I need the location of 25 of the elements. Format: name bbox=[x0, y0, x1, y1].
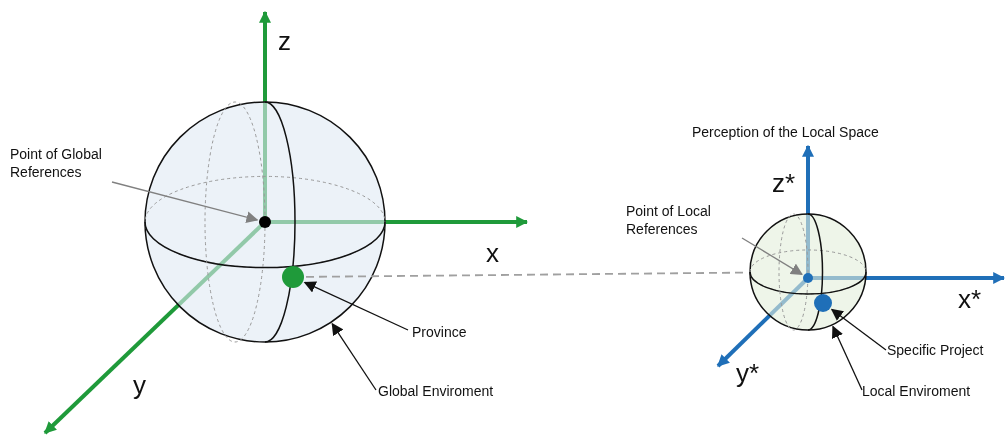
caption-text: Perception of the Local Space bbox=[692, 124, 879, 142]
axis-label: x bbox=[486, 240, 499, 266]
project-dot bbox=[814, 294, 832, 312]
callout-text: Global Enviroment bbox=[378, 383, 538, 401]
callout-text: Local Enviroment bbox=[862, 383, 1002, 401]
callout-text: Specific Project bbox=[887, 342, 1006, 360]
sphere-drawing bbox=[749, 213, 867, 331]
sphere-drawing bbox=[144, 101, 386, 343]
axis-label: z* bbox=[772, 170, 796, 196]
reference-dot bbox=[803, 273, 813, 283]
leader-line bbox=[832, 325, 863, 391]
callout-text: Point of Global References bbox=[10, 146, 140, 181]
axis-label: z bbox=[278, 28, 291, 54]
axis-label: x* bbox=[958, 286, 982, 312]
leader-line bbox=[830, 308, 887, 351]
leader-line bbox=[303, 281, 409, 331]
callout-text: Point of Local References bbox=[626, 203, 746, 238]
leader-line bbox=[111, 181, 259, 224]
province-dot bbox=[282, 266, 304, 288]
axis-label: y bbox=[133, 372, 146, 398]
leader-line bbox=[741, 237, 804, 275]
axis-label: y* bbox=[736, 360, 760, 386]
callout-text: Province bbox=[412, 324, 502, 342]
reference-dot bbox=[259, 216, 271, 228]
leader-line bbox=[331, 322, 377, 391]
